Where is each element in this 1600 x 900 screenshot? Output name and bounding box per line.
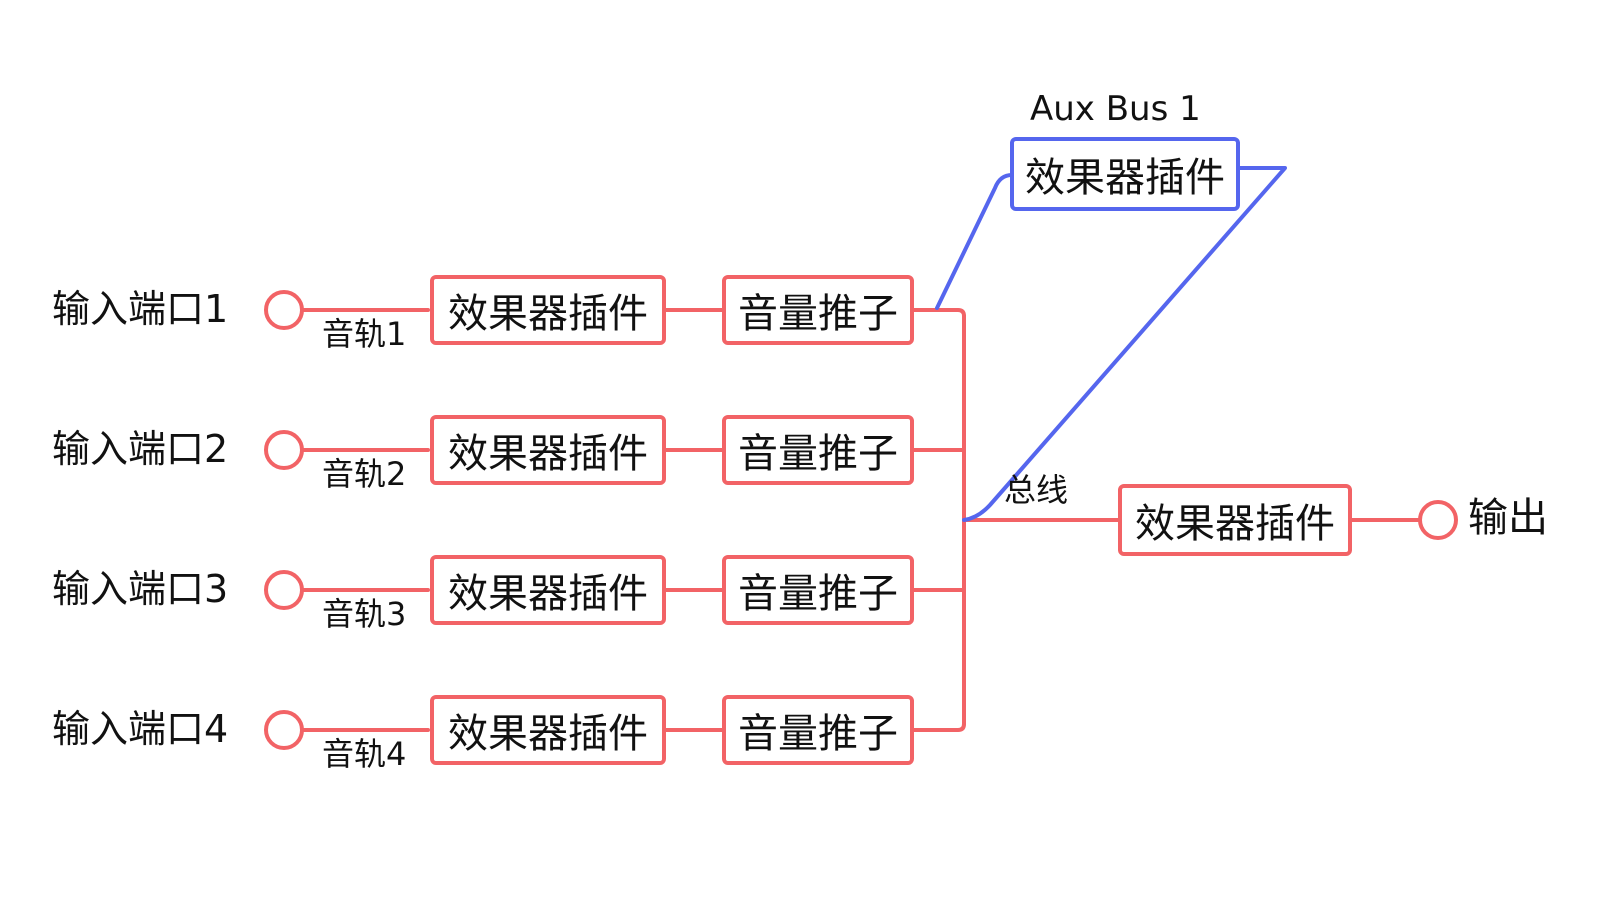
input-port-3 [264, 570, 304, 610]
plugin-box-1: 效果器插件 [430, 275, 666, 345]
track-label-2: 音轨2 [322, 455, 407, 493]
plugin-box-2: 效果器插件 [430, 415, 666, 485]
output-port [1418, 500, 1458, 540]
input-port-label-4: 输入端口4 [52, 707, 229, 751]
input-port-label-2: 输入端口2 [52, 427, 229, 471]
wire-fader-bus-1 [912, 308, 966, 318]
input-port-2 [264, 430, 304, 470]
track-label-4: 音轨4 [322, 735, 407, 773]
fader-box-3: 音量推子 [722, 555, 914, 625]
fader-box-2: 音量推子 [722, 415, 914, 485]
output-label: 输出 [1468, 495, 1548, 541]
plugin-box-4: 效果器插件 [430, 695, 666, 765]
input-port-4 [264, 710, 304, 750]
aux-plugin-box: 效果器插件 [1010, 137, 1240, 211]
input-port-label-3: 输入端口3 [52, 567, 229, 611]
fader-box-1: 音量推子 [722, 275, 914, 345]
aux-send-wire [935, 173, 1014, 310]
track-label-1: 音轨1 [322, 315, 407, 353]
track-label-3: 音轨3 [322, 595, 407, 633]
aux-return-wire [962, 166, 1287, 522]
aux-wires [935, 166, 1287, 522]
fader-box-4: 音量推子 [722, 695, 914, 765]
plugin-box-3: 效果器插件 [430, 555, 666, 625]
bus-plugin-box: 效果器插件 [1118, 484, 1352, 556]
input-port-label-1: 输入端口1 [52, 287, 229, 331]
bus-label: 总线 [1004, 471, 1069, 509]
wire-fader-bus-4 [912, 722, 966, 732]
input-port-1 [264, 290, 304, 330]
aux-bus-title: Aux Bus 1 [1030, 89, 1201, 129]
